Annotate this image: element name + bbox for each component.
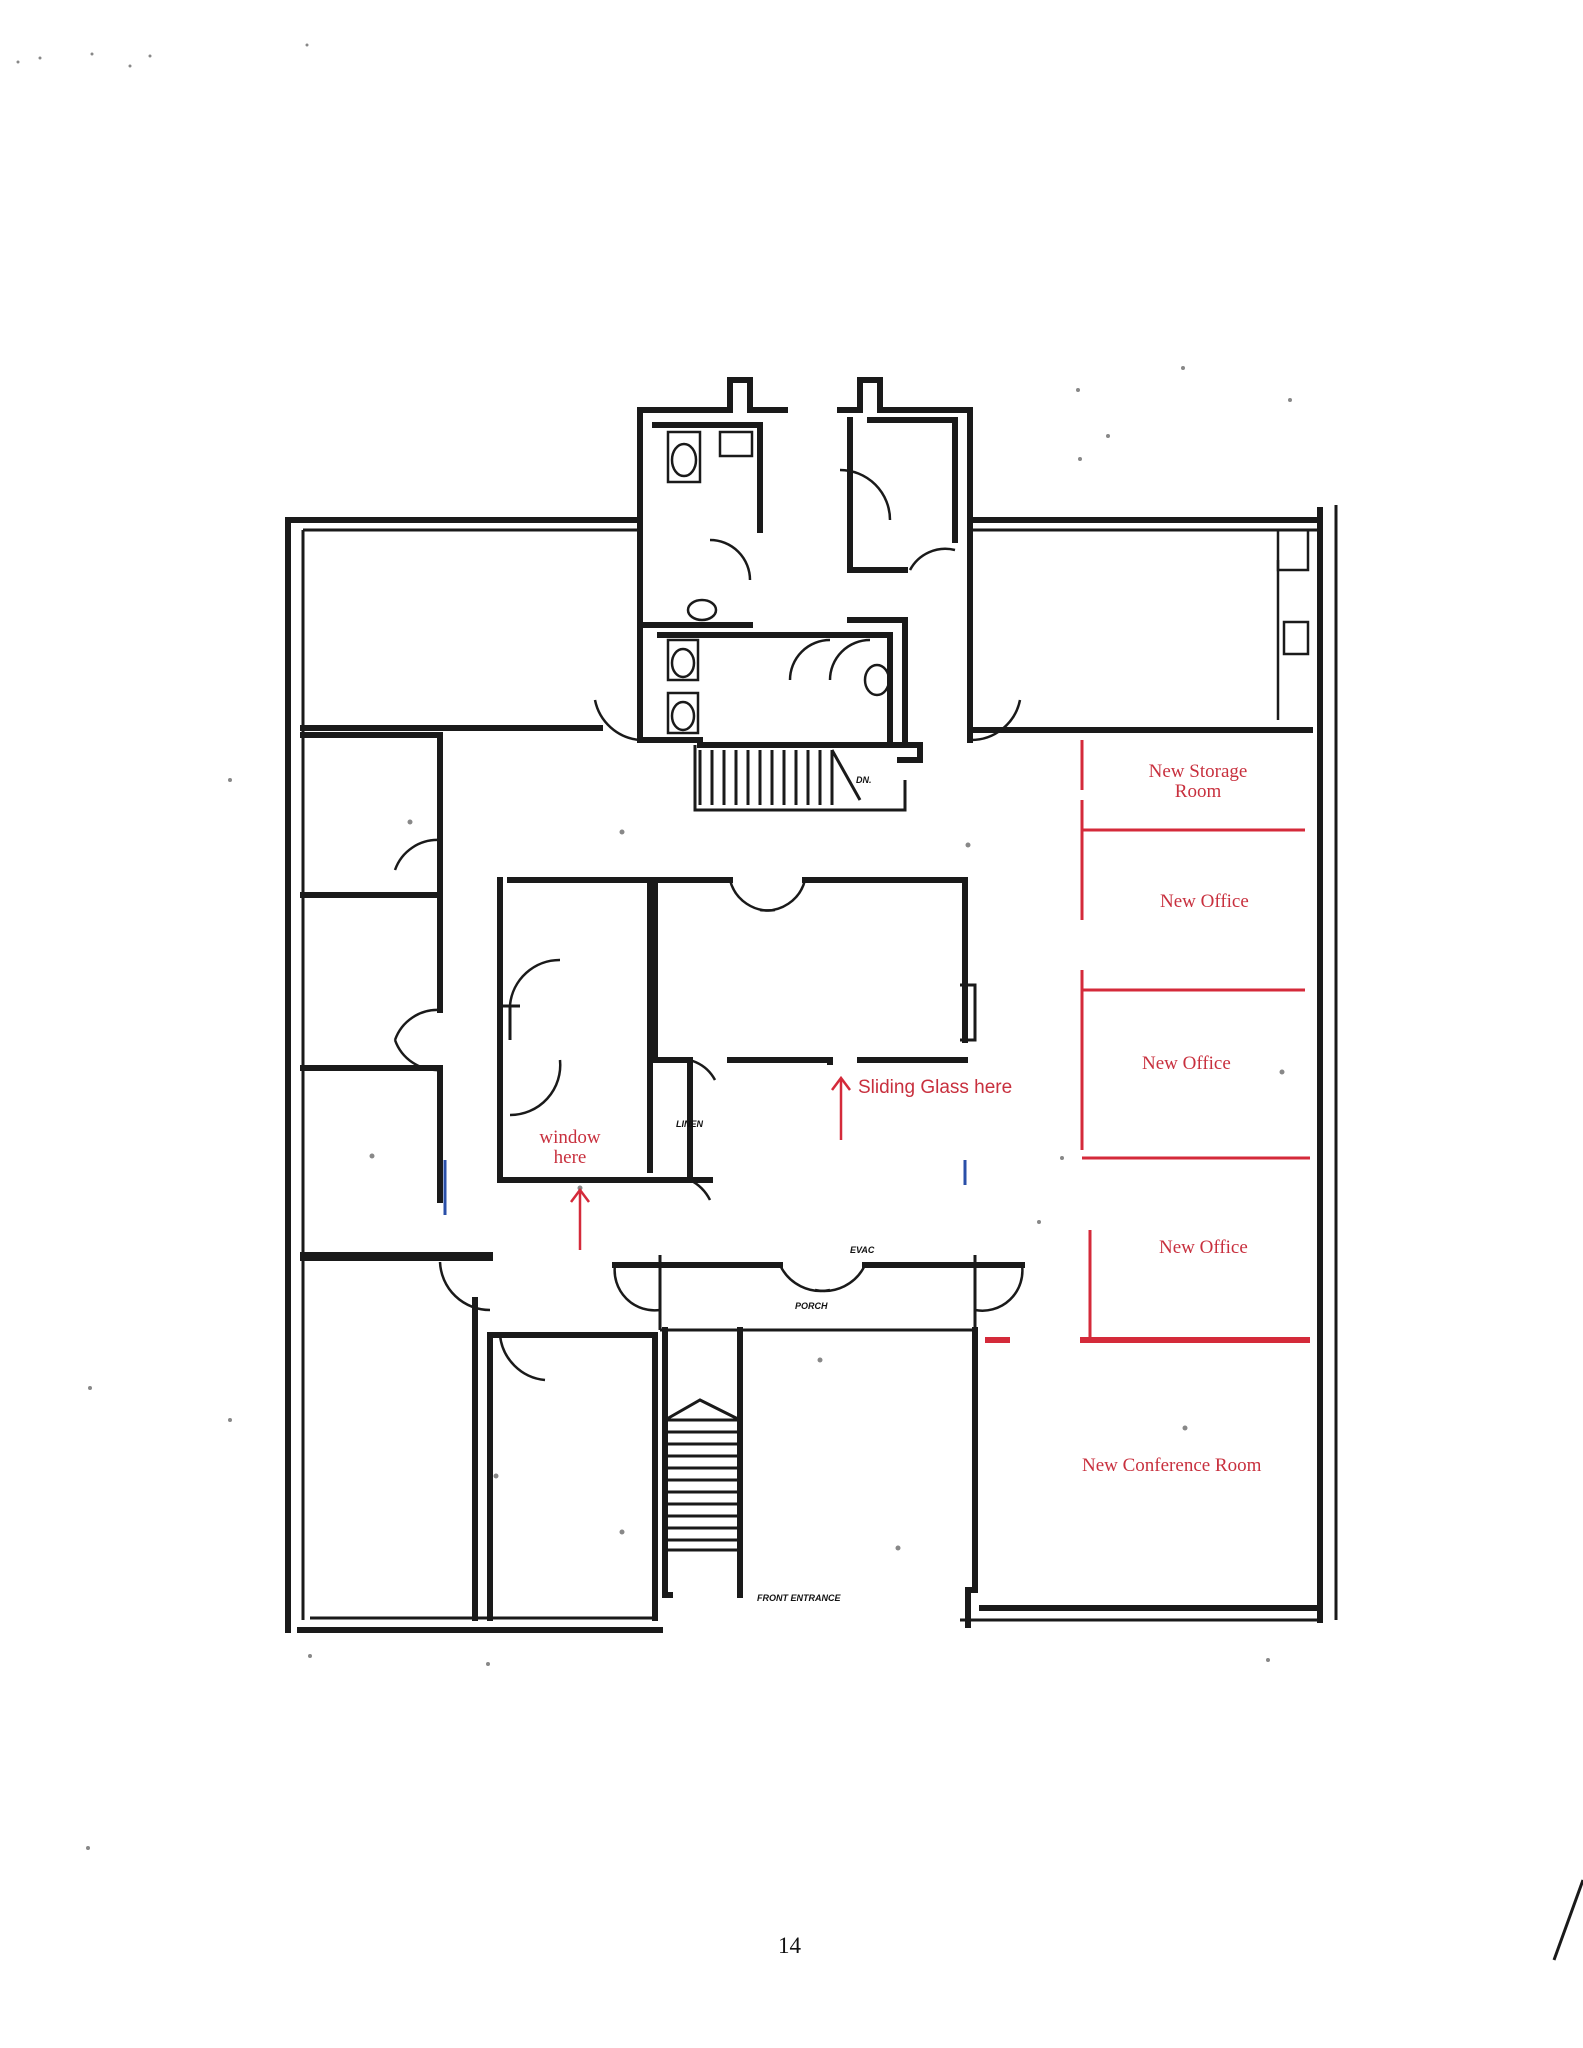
office-label-3: New Office [1159,1237,1248,1258]
window-mark-left [500,1004,520,1040]
page-number: 14 [778,1933,801,1958]
stair-tag: DN. [856,775,872,785]
building-walls [285,377,1338,1633]
sliding-glass-label: Sliding Glass here [858,1077,1013,1098]
door-swings [393,468,1024,1382]
stair-front [664,1398,742,1552]
porch-right-tag: EVAC [850,1245,875,1255]
window-label-line2: here [553,1147,587,1168]
window-label: window here [530,1128,610,1167]
office-label-2: New Office [1142,1053,1231,1074]
restroom-fixtures [666,430,1310,735]
red-arrow-sliding-glass [831,1075,851,1140]
red-arrow-window [570,1187,590,1250]
porch-tag: PORCH [795,1301,828,1311]
scan-specks [16,43,1292,1850]
stair-up [698,749,862,805]
closet-tag: LINEN [676,1119,703,1129]
red-markup-walls [985,740,1310,1343]
storage-room-label-line1: New Storage [1148,761,1248,782]
conference-room-label: New Conference Room [1082,1455,1262,1476]
storage-room-label-line2: Room [1174,781,1222,802]
office-label-1: New Office [1160,891,1249,912]
front-entrance-tag: FRONT ENTRANCE [757,1593,841,1603]
window-mark-right [960,983,977,1042]
window-label-line1: window [539,1127,601,1148]
storage-room-label: New Storage Room [1118,762,1278,801]
page-edge-line [1552,1879,1583,1961]
